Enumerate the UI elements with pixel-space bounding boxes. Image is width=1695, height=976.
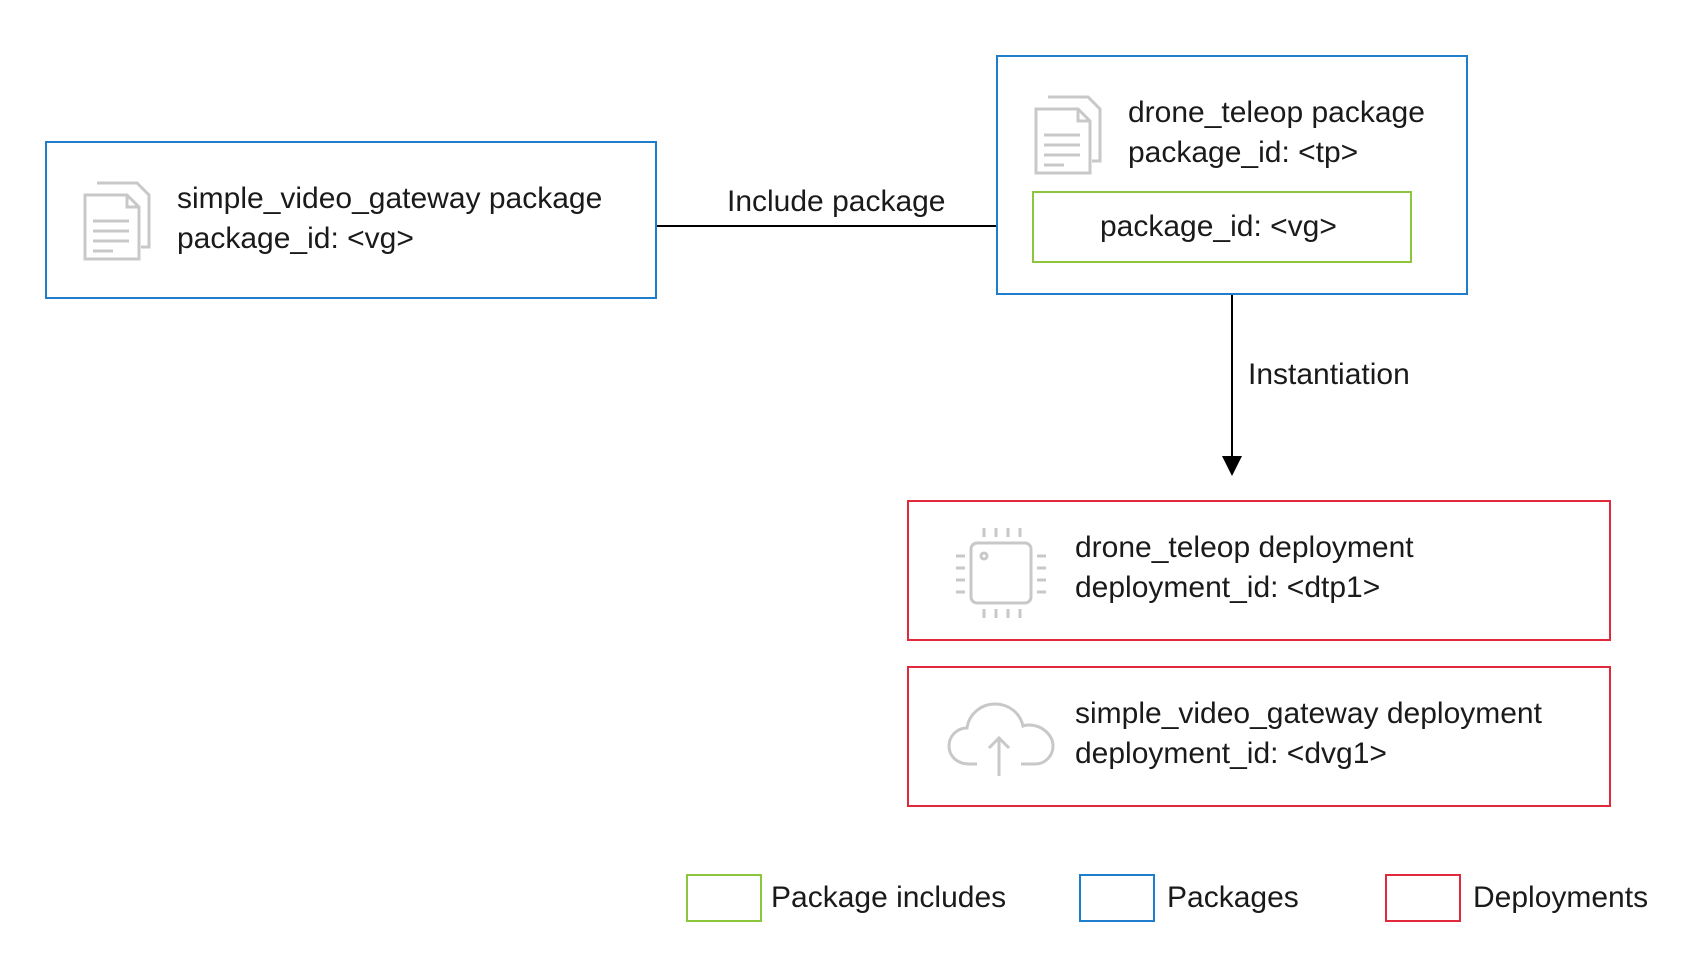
- node-id: deployment_id: <dtp1>: [1075, 571, 1381, 604]
- node-name: simple_video_gateway deployment: [1075, 697, 1542, 730]
- vg-package-node: simple_video_gateway package package_id:…: [45, 141, 657, 299]
- chip-icon: [956, 528, 1046, 618]
- legend-label-deployments: Deployments: [1473, 881, 1649, 914]
- document-icon: [1034, 95, 1102, 175]
- legend-swatch-deployments: [1385, 874, 1461, 922]
- vg-package-text: simple_video_gateway package package_id:…: [177, 179, 602, 259]
- node-name: drone_teleop deployment: [1075, 531, 1414, 564]
- tp-package-text: drone_teleop package package_id: <tp>: [1128, 93, 1425, 173]
- node-id: package_id: <vg>: [177, 222, 414, 255]
- dtp-deployment-text: drone_teleop deployment deployment_id: <…: [1075, 528, 1414, 608]
- dtp-deployment-node: drone_teleop deployment deployment_id: <…: [907, 500, 1611, 641]
- include-package-label: Include package: [727, 185, 946, 218]
- node-name: simple_video_gateway package: [177, 182, 603, 215]
- legend-swatch-package-includes: [686, 874, 762, 922]
- node-id: deployment_id: <dvg1>: [1075, 737, 1387, 770]
- legend-label-packages: Packages: [1167, 881, 1299, 914]
- instantiation-label: Instantiation: [1248, 358, 1410, 391]
- dvg-deployment-text: simple_video_gateway deployment deployme…: [1075, 694, 1542, 774]
- dvg-deployment-node: simple_video_gateway deployment deployme…: [907, 666, 1611, 807]
- node-name: drone_teleop package: [1128, 96, 1425, 129]
- cloud-upload-icon: [947, 702, 1055, 776]
- document-icon: [83, 181, 151, 261]
- tp-package-node: drone_teleop package package_id: <tp> pa…: [996, 55, 1468, 295]
- included-package-box: package_id: <vg>: [1032, 191, 1412, 263]
- node-id: package_id: <tp>: [1128, 136, 1359, 169]
- legend-label-package-includes: Package includes: [771, 881, 1007, 914]
- included-package-id: package_id: <vg>: [1100, 210, 1337, 243]
- legend-swatch-packages: [1079, 874, 1155, 922]
